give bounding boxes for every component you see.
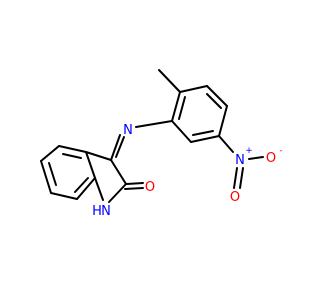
bond (85, 151, 96, 179)
atom-nitro-o-minus: O (266, 151, 276, 166)
bond (233, 167, 238, 189)
bond (94, 177, 104, 201)
bond-aromatic (206, 93, 222, 109)
atom-nitro-n: N (235, 153, 245, 168)
molecule-diagram: N N + O - O O H N (40, 69, 283, 219)
bond-aromatic (62, 153, 82, 159)
bond (218, 105, 228, 137)
bond (85, 151, 112, 161)
bond (40, 160, 52, 194)
bond (108, 183, 127, 203)
atom-lactam-h: H (92, 204, 102, 219)
atom-nitro-n-charge: + (245, 146, 253, 156)
bond (171, 91, 181, 122)
bond-double (124, 187, 144, 190)
bond-aromatic (74, 177, 89, 193)
bond (218, 135, 234, 153)
bond (110, 134, 121, 161)
bond (206, 85, 228, 107)
bond-methyl (158, 69, 181, 93)
bond (110, 159, 127, 185)
structure-canvas: N N + O - O O H N (40, 69, 283, 219)
bond (179, 85, 208, 93)
atom-nitro-o-double: O (230, 190, 240, 205)
bond (248, 156, 264, 160)
bond (50, 192, 78, 200)
bond (58, 145, 87, 153)
bond (76, 177, 96, 200)
bond (135, 120, 173, 128)
bond (171, 120, 192, 143)
atom-imine-n: N (123, 123, 133, 138)
atom-lactam-n: N (101, 204, 111, 219)
atom-nitro-o-minus-charge: - (279, 146, 282, 156)
bond (40, 145, 60, 162)
bond-double (239, 167, 244, 189)
bond-aromatic (192, 130, 214, 136)
bond-double (115, 136, 125, 158)
bond (190, 135, 220, 143)
atom-carbonyl-o: O (145, 180, 155, 195)
bond (125, 182, 144, 185)
bond-aromatic (178, 96, 186, 120)
bond-aromatic (48, 162, 57, 186)
